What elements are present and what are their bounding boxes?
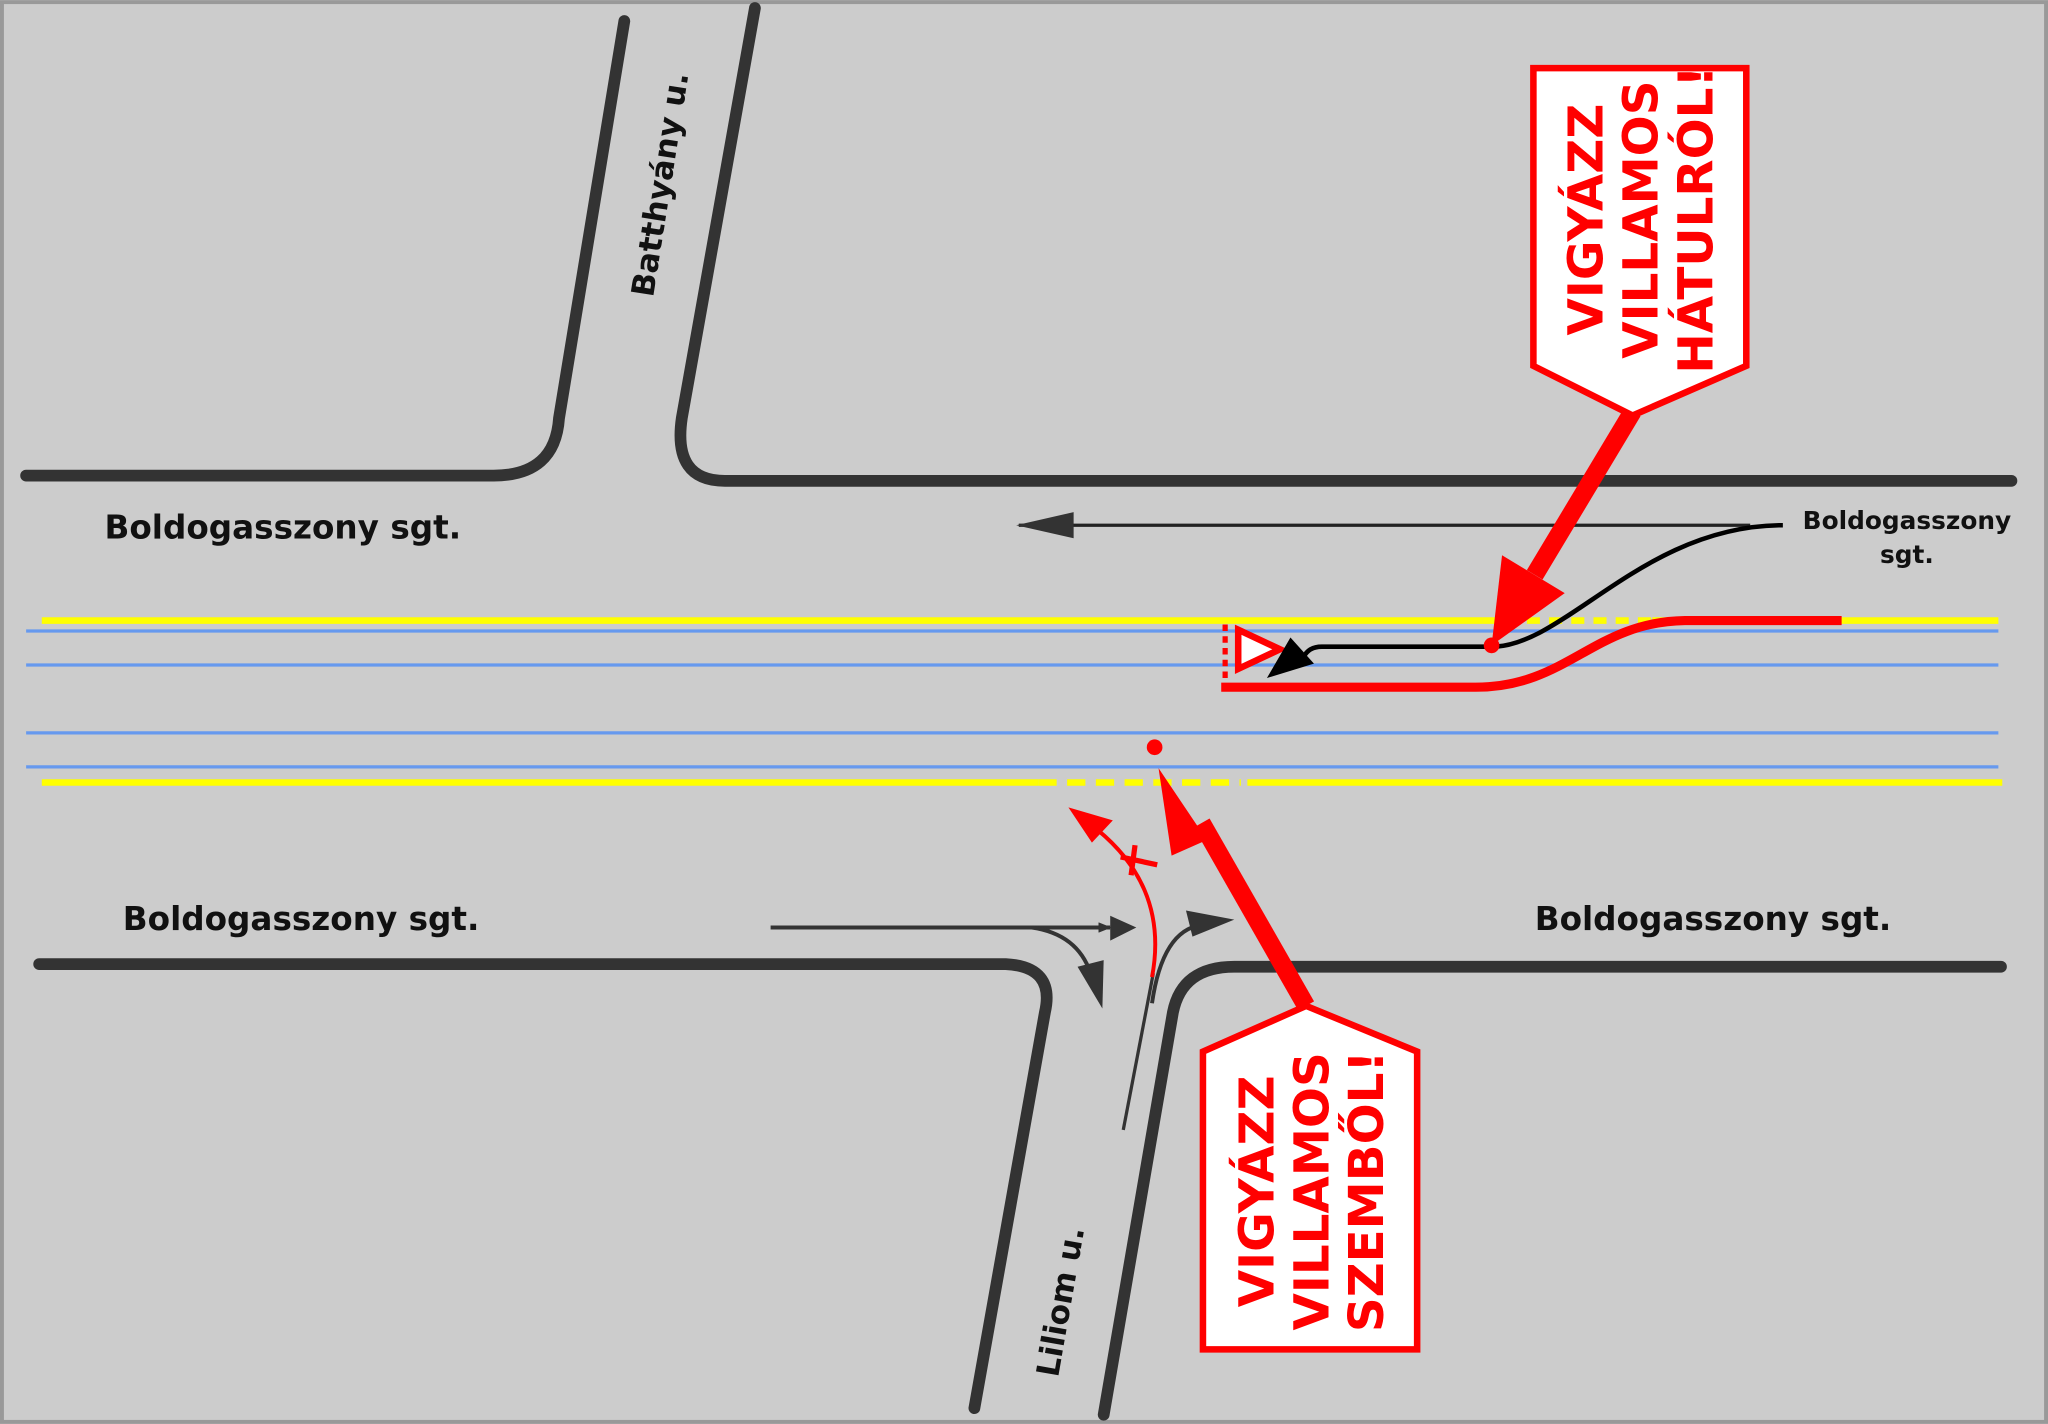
rear-sign-line-2: VILLAMOS: [1613, 80, 1669, 358]
forbidden-x-icon: [1120, 844, 1158, 876]
conflict-point-front: [1146, 739, 1163, 756]
front-warning-arrow: [1193, 818, 1315, 1011]
road-edge-top-left: [20, 15, 631, 482]
tram-path: [1221, 615, 1842, 692]
forbidden-left-turn-path: [1095, 828, 1158, 978]
road-edges: [20, 2, 2018, 1421]
street-label-boldog-top-left: Boldogasszony sgt.: [104, 508, 461, 546]
front-warning-arrowhead: [1158, 768, 1207, 856]
rear-sign-line-3: HÁTULRÓL!: [1667, 66, 1724, 374]
front-sign-line-3: SZEMBŐL!: [1338, 1051, 1395, 1333]
rear-warning-arrow: [1526, 406, 1641, 580]
arrowhead-merge: [1266, 637, 1314, 679]
road-edge-bottom-right: [1097, 960, 2007, 1421]
conflict-point-rear: [1483, 637, 1500, 654]
road-edge-top-right: [674, 2, 2018, 487]
street-label-boldog-bottom-right: Boldogasszony sgt.: [1535, 900, 1892, 938]
tram-rails: [26, 629, 1999, 769]
front-sign-line-1: VIGYÁZZ: [1228, 1075, 1285, 1307]
street-label-boldog-right-1: Boldogasszony: [1803, 506, 2012, 535]
front-warning-sign: VIGYÁZZ VILLAMOS SZEMBŐL!: [1199, 1002, 1421, 1353]
rear-sign-line-1: VIGYÁZZ: [1558, 104, 1615, 336]
yield-sign-icon: [1234, 624, 1288, 675]
turn-arrows: [770, 807, 1235, 1131]
car-path-merge: [1301, 522, 1783, 659]
road-edge-bottom-left: [33, 958, 1053, 1415]
street-label-boldog-right-2: sgt.: [1880, 540, 1934, 569]
front-sign-line-2: VILLAMOS: [1284, 1052, 1340, 1330]
street-label-boldog-bottom-left: Boldogasszony sgt.: [123, 900, 480, 938]
rear-warning-sign: VIGYÁZZ VILLAMOS HÁTULRÓL!: [1530, 64, 1750, 420]
rear-warning-arrowhead: [1491, 555, 1565, 646]
arrowhead-westbound: [1016, 512, 1074, 539]
